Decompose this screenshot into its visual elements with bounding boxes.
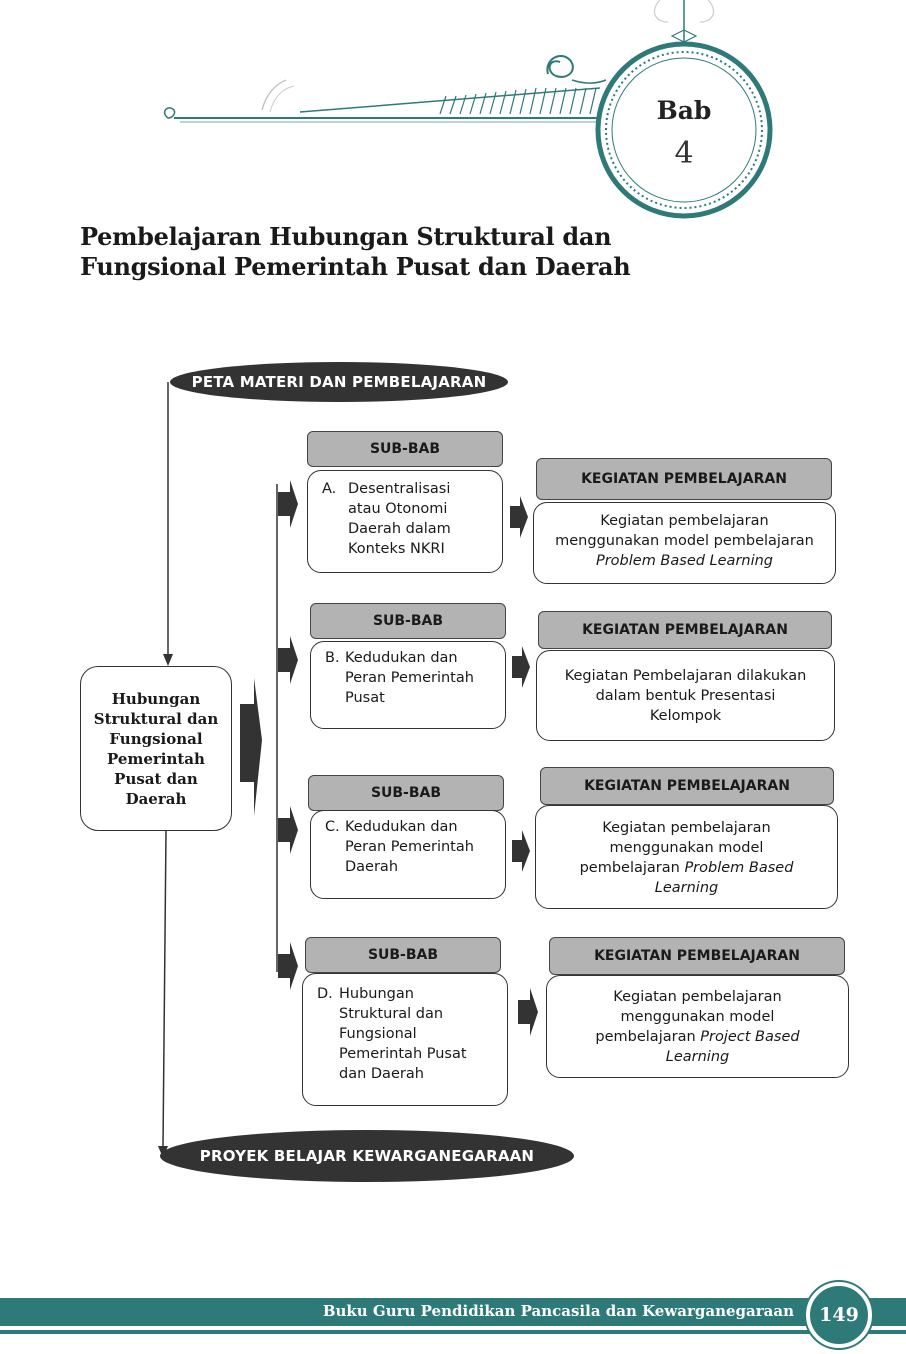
sub-bab-text-d: Hubungan Struktural dan Fungsional Pemer…: [339, 986, 467, 1082]
bottom-pill: PROYEK BELAJAR KEWARGANEGARAAN: [160, 1130, 574, 1182]
link-arrow-a: [510, 496, 528, 538]
kegiatan-line: menggunakan model: [609, 840, 764, 856]
footer-band: [0, 1298, 906, 1326]
sub-bab-text-a: Desentralisasi atau Otonomi Daerah dalam…: [348, 481, 451, 557]
chapter-ornament: [163, 0, 773, 219]
sub-bab-text-b: Kedudukan dan Peran Pemerintah Pusat: [345, 650, 474, 706]
kegiatan-italic: Problem Based Learning: [595, 553, 774, 569]
sub-bab-box-c: C. Kedudukan dan Peran Pemerintah Daerah: [310, 810, 506, 899]
kegiatan-italic-line2: Learning: [665, 1049, 730, 1065]
kegiatan-prefix: pembelajaran: [595, 1029, 701, 1045]
kegiatan-line: Kelompok: [649, 708, 722, 724]
central-line-5: Pusat dan: [114, 769, 198, 788]
kegiatan-text-c: Kegiatan pembelajaran menggunakan model …: [544, 818, 829, 898]
arrowhead-down-central: [163, 654, 173, 666]
sub-bab-header-b: SUB-BAB: [310, 603, 506, 639]
chapter-number: 4: [674, 136, 694, 171]
kegiatan-italic: Project Based: [700, 1029, 800, 1045]
page-number-badge: 149: [806, 1282, 872, 1348]
central-arrow: [240, 678, 262, 816]
link-arrow-d: [518, 988, 538, 1036]
branch-arrow-b: [278, 636, 298, 684]
sub-bab-letter-b: B.: [325, 650, 340, 666]
kegiatan-text-d: Kegiatan pembelajaran menggunakan model …: [555, 987, 840, 1067]
kegiatan-line: Kegiatan Pembelajaran dilakukan: [564, 668, 807, 684]
kegiatan-box-c: Kegiatan pembelajaran menggunakan model …: [535, 805, 838, 909]
kegiatan-text-a: Kegiatan pembelajaran menggunakan model …: [542, 511, 827, 571]
footer-rule: [0, 1330, 906, 1334]
kegiatan-header-a: KEGIATAN PEMBELAJARAN: [536, 458, 832, 500]
sub-bab-header-a: SUB-BAB: [307, 431, 503, 467]
top-pill: PETA MATERI DAN PEMBELAJARAN: [170, 362, 508, 402]
page-title: Pembelajaran Hubungan Struktural dan Fun…: [80, 222, 780, 282]
kegiatan-line: menggunakan model pembelajaran: [555, 533, 814, 549]
link-arrow-b: [512, 646, 530, 688]
sub-bab-box-a: A. Desentralisasi atau Otonomi Daerah da…: [307, 470, 503, 573]
page-title-line-2: Fungsional Pemerintah Pusat dan Daerah: [80, 252, 631, 281]
kegiatan-header-d: KEGIATAN PEMBELAJARAN: [549, 937, 845, 975]
kegiatan-italic: Problem Based: [684, 860, 794, 876]
sub-bab-header-c: SUB-BAB: [308, 775, 504, 811]
branch-arrow-c: [278, 806, 298, 854]
branch-arrow-a: [278, 480, 298, 528]
sub-bab-letter-a: A.: [322, 481, 337, 497]
kegiatan-line: Kegiatan pembelajaran: [602, 820, 771, 836]
link-arrow-c: [512, 830, 530, 872]
kegiatan-line: dalam bentuk Presentasi: [595, 688, 776, 704]
sub-bab-letter-d: D.: [317, 986, 333, 1002]
branch-arrow-d: [278, 942, 298, 990]
kegiatan-box-b: Kegiatan Pembelajaran dilakukan dalam be…: [536, 650, 835, 741]
connector-central-to-bottom: [162, 830, 167, 1147]
chapter-label: Bab: [656, 96, 712, 125]
central-line-6: Daerah: [125, 789, 187, 808]
page-number: 149: [819, 1304, 859, 1326]
kegiatan-line: Kegiatan pembelajaran: [613, 989, 782, 1005]
central-topic-box: Hubungan Struktural dan Fungsional Pemer…: [80, 666, 232, 831]
central-line-1: Hubungan: [111, 689, 201, 708]
kegiatan-line: Kegiatan pembelajaran: [600, 513, 769, 529]
central-line-4: Pemerintah: [107, 749, 205, 768]
page-title-line-1: Pembelajaran Hubungan Struktural dan: [80, 222, 612, 251]
kegiatan-box-a: Kegiatan pembelajaran menggunakan model …: [533, 502, 836, 584]
sub-bab-header-d: SUB-BAB: [305, 937, 501, 973]
kegiatan-text-b: Kegiatan Pembelajaran dilakukan dalam be…: [545, 666, 826, 726]
sub-bab-letter-c: C.: [325, 819, 340, 835]
sub-bab-box-b: B. Kedudukan dan Peran Pemerintah Pusat: [310, 641, 506, 729]
central-line-2: Struktural dan: [93, 709, 219, 728]
kegiatan-prefix: pembelajaran: [579, 860, 685, 876]
footer-book-title: Buku Guru Pendidikan Pancasila dan Kewar…: [322, 1302, 794, 1320]
sub-bab-box-d: D. Hubungan Struktural dan Fungsional Pe…: [302, 973, 508, 1106]
sub-bab-text-c: Kedudukan dan Peran Pemerintah Daerah: [345, 819, 474, 875]
kegiatan-line: menggunakan model: [620, 1009, 775, 1025]
kegiatan-box-d: Kegiatan pembelajaran menggunakan model …: [546, 975, 849, 1078]
kegiatan-header-c: KEGIATAN PEMBELAJARAN: [540, 767, 834, 805]
kegiatan-header-b: KEGIATAN PEMBELAJARAN: [538, 611, 832, 649]
kegiatan-italic-line2: Learning: [654, 880, 719, 896]
central-line-3: Fungsional: [109, 729, 203, 748]
